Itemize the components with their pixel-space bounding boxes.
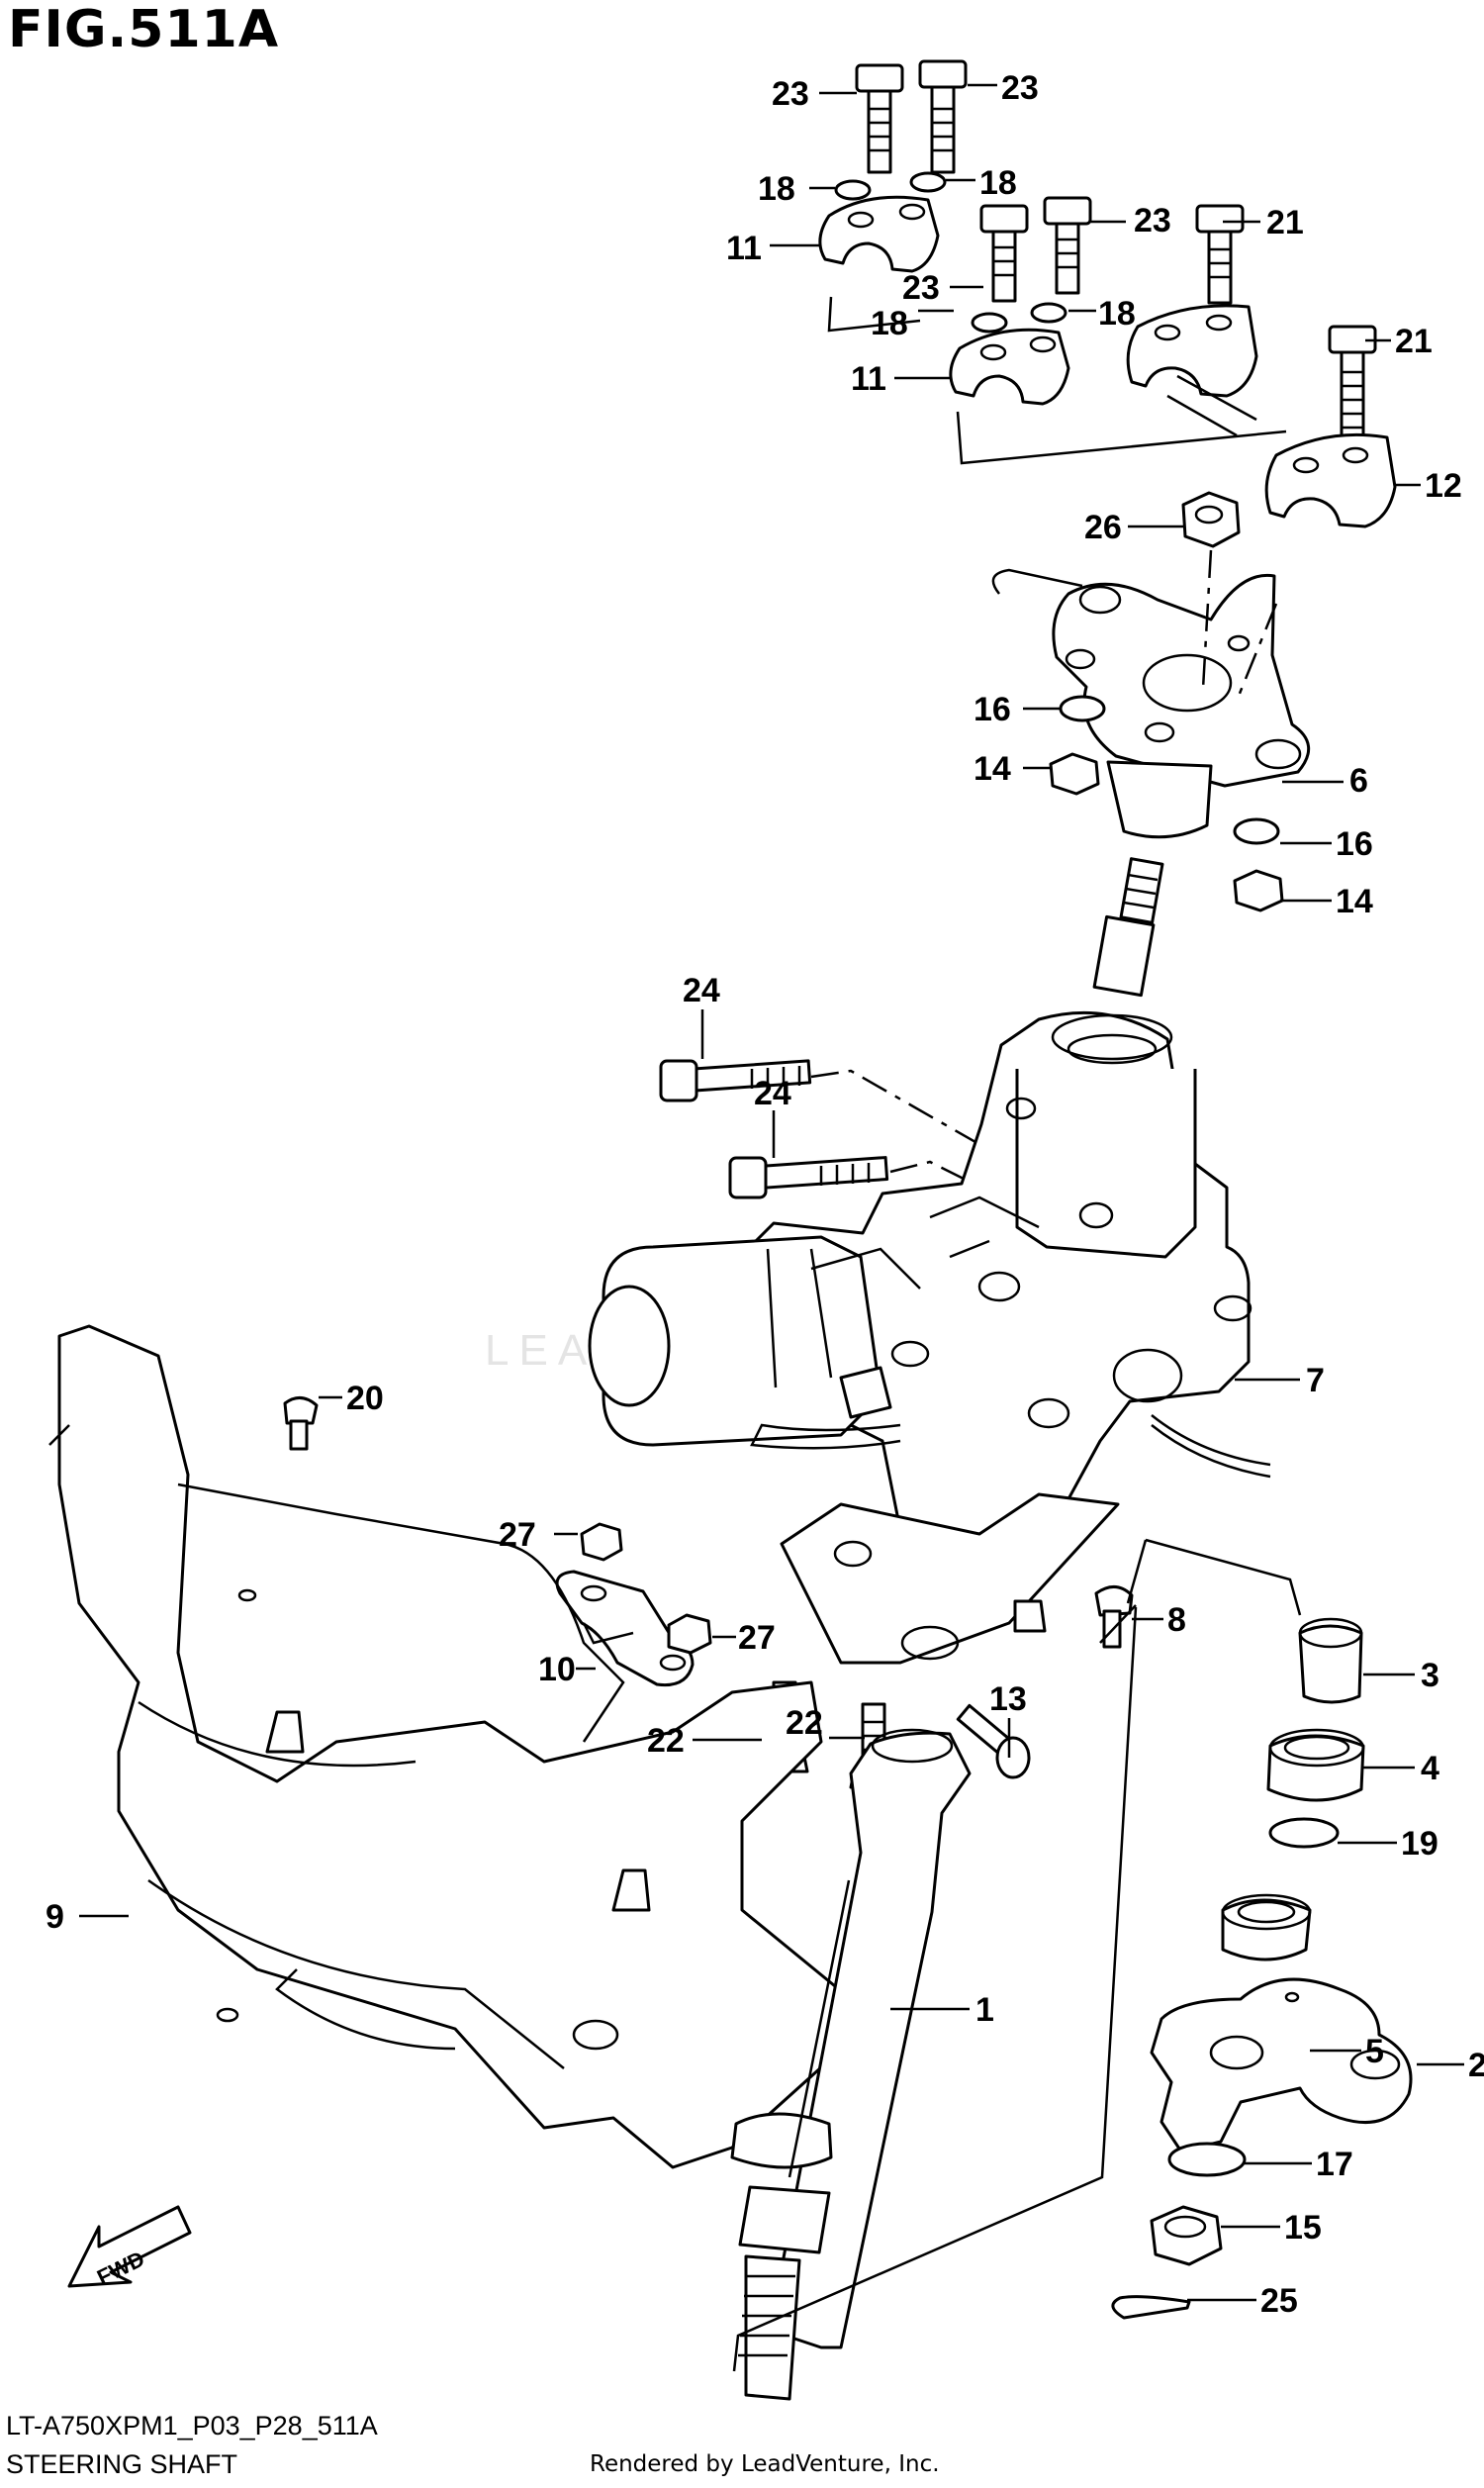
- nut-27-b[interactable]: [667, 1613, 712, 1655]
- nut-14-b[interactable]: [1233, 869, 1284, 912]
- fwd-arrow-icon: FWD: [67, 2205, 192, 2290]
- callout-14[interactable]: 14: [1336, 883, 1373, 920]
- bolt-23-b[interactable]: [918, 59, 968, 174]
- washer-18-c[interactable]: [971, 312, 1008, 334]
- o-ring-19[interactable]: [1268, 1817, 1340, 1849]
- washer-16-a[interactable]: [1059, 695, 1106, 722]
- callout-16[interactable]: 16: [1336, 825, 1373, 863]
- steering-bracket-6[interactable]: [991, 568, 1311, 839]
- callout-18[interactable]: 18: [758, 170, 795, 208]
- callout-7[interactable]: 7: [1306, 1362, 1325, 1399]
- callout-25[interactable]: 25: [1260, 2282, 1298, 2320]
- callout-18[interactable]: 18: [979, 164, 1017, 202]
- callout-21[interactable]: 21: [1395, 323, 1433, 360]
- nut-14-a[interactable]: [1049, 752, 1100, 796]
- callout-16[interactable]: 16: [974, 691, 1011, 728]
- washer-16-b[interactable]: [1233, 817, 1280, 845]
- callout-27[interactable]: 27: [499, 1516, 536, 1554]
- steering-shaft-1[interactable]: [730, 1728, 972, 2401]
- credit-line: Rendered by LeadVenture, Inc.: [590, 2451, 940, 2477]
- figure-code: LT-A750XPM1_P03_P28_511A: [6, 2411, 378, 2440]
- callout-23[interactable]: 23: [902, 269, 940, 307]
- callout-18[interactable]: 18: [871, 305, 908, 342]
- bolt-24-a[interactable]: [659, 1059, 812, 1102]
- handlebar-clamp-11-upper[interactable]: [818, 195, 940, 273]
- callout-23[interactable]: 23: [1134, 202, 1171, 239]
- cotter-pin-25[interactable]: [1111, 2295, 1191, 2320]
- callout-22[interactable]: 22: [647, 1722, 685, 1760]
- callout-8[interactable]: 8: [1167, 1601, 1186, 1639]
- callout-1[interactable]: 1: [975, 1991, 994, 2029]
- bolt-21-a[interactable]: [1195, 204, 1245, 305]
- callout-12[interactable]: 12: [1425, 467, 1462, 505]
- bolt-20[interactable]: [283, 1396, 319, 1451]
- callout-9[interactable]: 9: [46, 1898, 64, 1936]
- callout-11[interactable]: 11: [851, 360, 886, 398]
- callout-24[interactable]: 24: [754, 1075, 791, 1112]
- callout-17[interactable]: 17: [1316, 2146, 1353, 2183]
- washer-17[interactable]: [1167, 2142, 1247, 2177]
- guard-9[interactable]: [48, 1324, 853, 2169]
- callout-4[interactable]: 4: [1421, 1750, 1439, 1787]
- steering-motor: [588, 1235, 921, 1447]
- handlebar-holder-upper[interactable]: [1126, 304, 1258, 398]
- callout-27[interactable]: 27: [738, 1619, 776, 1657]
- oil-seal-5[interactable]: [1221, 1893, 1312, 1962]
- callout-labels: 23 23 18 18 11 23 23 21 18 18 11 21 12 2…: [46, 69, 1484, 2320]
- nut-15[interactable]: [1150, 2205, 1223, 2266]
- bolt-24-b[interactable]: [728, 1156, 889, 1199]
- bolt-23-c[interactable]: [979, 204, 1029, 303]
- callout-10[interactable]: 10: [538, 1651, 576, 1688]
- figure-name: STEERING SHAFT: [6, 2449, 238, 2479]
- callout-6[interactable]: 6: [1349, 762, 1368, 800]
- callout-18[interactable]: 18: [1098, 295, 1136, 333]
- callout-11[interactable]: 11: [726, 230, 762, 267]
- handlebar-holder-12[interactable]: [1264, 432, 1397, 528]
- nut-27-a[interactable]: [580, 1522, 623, 1562]
- callout-13[interactable]: 13: [989, 1680, 1027, 1718]
- callout-3[interactable]: 3: [1421, 1657, 1439, 1694]
- washer-18-b[interactable]: [909, 171, 947, 193]
- pitman-arm-2[interactable]: [1150, 1977, 1413, 2153]
- figure-title: FIG.511A: [8, 0, 280, 59]
- nut-26[interactable]: [1181, 491, 1241, 548]
- power-steering-unit-7[interactable]: [742, 1010, 1252, 1581]
- bracket-plate-10[interactable]: [555, 1570, 695, 1687]
- upper-shaft-spline: [1092, 857, 1164, 998]
- bearing-4[interactable]: [1266, 1728, 1365, 1802]
- callout-21[interactable]: 21: [1266, 204, 1304, 241]
- callout-15[interactable]: 15: [1284, 2209, 1322, 2247]
- leader-lines: [79, 83, 1464, 2302]
- callout-22[interactable]: 22: [786, 1704, 823, 1742]
- washer-18-d[interactable]: [1030, 302, 1067, 324]
- callout-2[interactable]: 2: [1468, 2047, 1484, 2084]
- callout-5[interactable]: 5: [1365, 2033, 1384, 2070]
- callout-26[interactable]: 26: [1084, 509, 1122, 546]
- bolt-23-d[interactable]: [1043, 196, 1092, 295]
- lower-mount-plate: [780, 1492, 1120, 1665]
- washer-18-a[interactable]: [834, 179, 872, 201]
- callout-19[interactable]: 19: [1401, 1825, 1438, 1863]
- callout-24[interactable]: 24: [683, 972, 720, 1009]
- bolt-13[interactable]: [956, 1703, 1031, 1779]
- bolt-21-b[interactable]: [1328, 325, 1377, 457]
- bolt-23-a[interactable]: [855, 63, 904, 174]
- callout-23[interactable]: 23: [1001, 69, 1039, 107]
- callout-14[interactable]: 14: [974, 750, 1011, 788]
- handlebar-clamp-11-lower[interactable]: [949, 328, 1070, 406]
- callout-20[interactable]: 20: [346, 1380, 384, 1417]
- callout-23[interactable]: 23: [772, 75, 809, 113]
- collar-3[interactable]: [1298, 1617, 1363, 1704]
